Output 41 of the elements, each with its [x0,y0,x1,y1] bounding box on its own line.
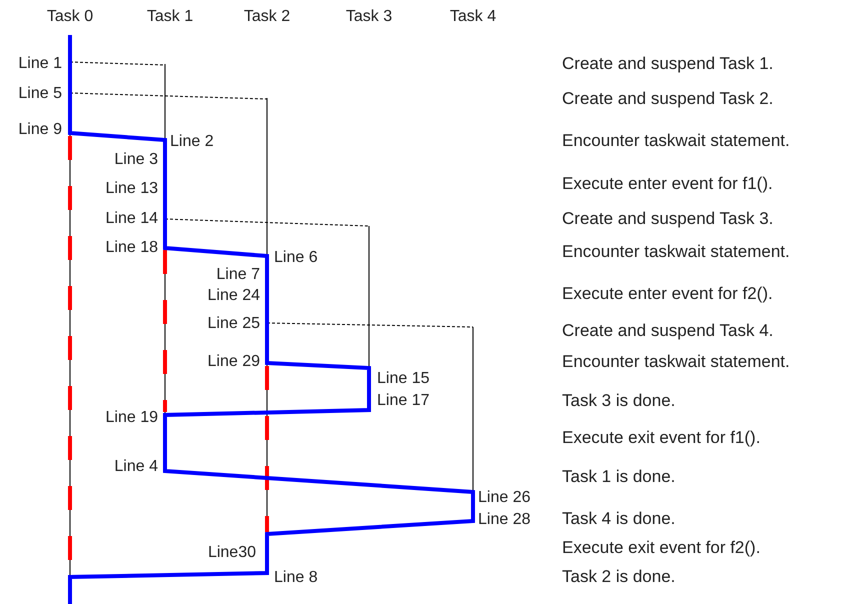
event-description: Create and suspend Task 3. [562,209,774,229]
line-label: Line 25 [208,314,260,334]
line-label: Line 28 [478,510,530,530]
event-description: Execute exit event for f2(). [562,538,760,558]
line-label: Line 24 [208,286,260,306]
line-label: Line 17 [377,391,430,411]
event-description: Task 2 is done. [562,567,676,587]
column-header: Task 4 [450,7,496,27]
event-description: Execute enter event for f2(). [562,284,773,304]
column-header: Task 3 [346,7,392,27]
column-header: Task 1 [146,7,194,27]
event-description: Create and suspend Task 2. [562,89,774,109]
event-description: Create and suspend Task 1. [562,54,774,74]
line-label: Line 5 [18,84,62,104]
line-label: Line 9 [18,120,62,140]
column-header: Task 2 [244,7,290,27]
event-description: Encounter taskwait statement. [562,242,790,262]
line-label: Line 26 [478,488,530,508]
line-label: Line 4 [114,457,158,477]
line-label: Line 18 [106,238,158,258]
line-label: Line 14 [106,209,158,229]
event-description: Execute enter event for f1(). [562,174,773,194]
event-description: Task 1 is done. [562,467,676,487]
line-label: Line 13 [106,179,158,199]
line-label: Line 2 [170,132,214,152]
line-label: Line 8 [274,568,318,588]
event-description: Task 3 is done. [562,391,676,411]
column-header: Task 0 [46,7,94,27]
event-description: Encounter taskwait statement. [562,352,790,372]
event-description: Task 4 is done. [562,509,676,529]
line-label: Line 3 [114,150,158,170]
event-description: Execute exit event for f1(). [562,428,760,448]
line-label: Line 29 [208,352,260,372]
line-label: Line 1 [18,54,62,74]
line-label: Line 15 [377,369,430,389]
line-label: Line 7 [216,265,260,285]
event-description: Encounter taskwait statement. [562,131,790,151]
line-label: Line 19 [106,408,158,428]
line-label: Line 6 [274,248,318,268]
event-description: Create and suspend Task 4. [562,321,774,341]
line-label: Line30 [208,543,256,563]
